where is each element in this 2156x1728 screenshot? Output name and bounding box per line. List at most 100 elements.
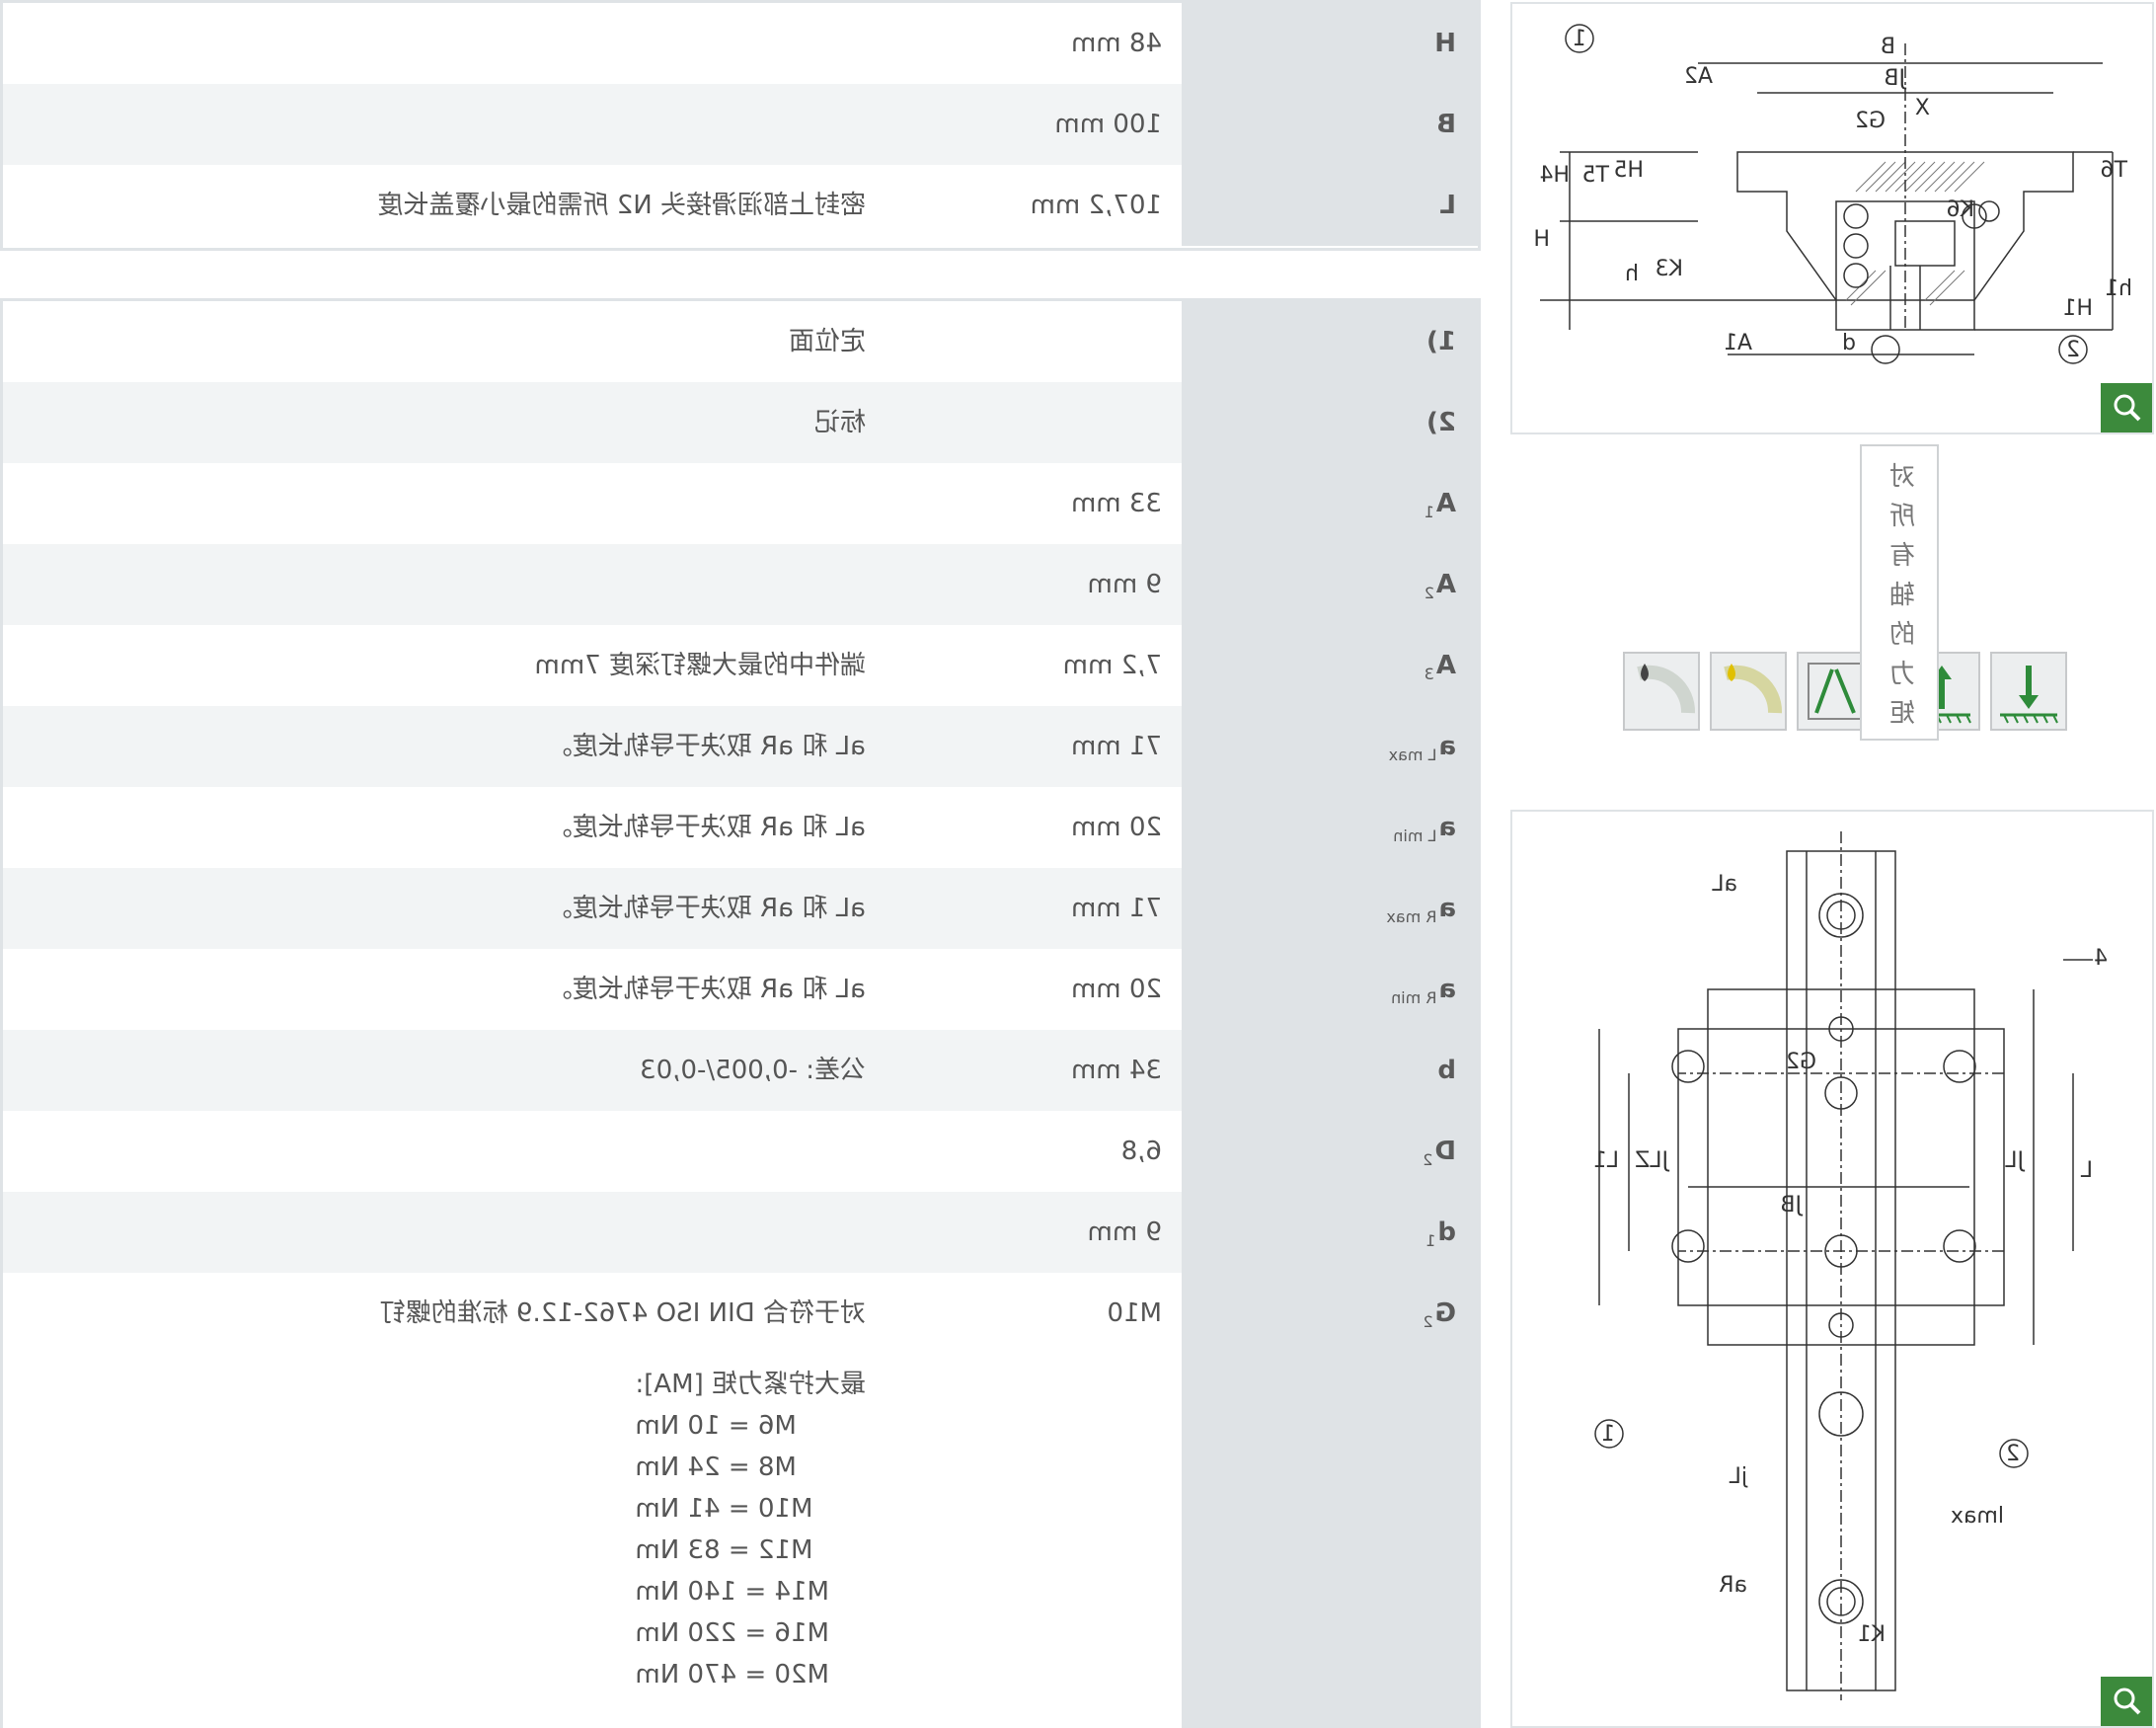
- torque-line: M16 = 220 Nm: [635, 1618, 829, 1648]
- spec-key-cell: aL max: [1182, 706, 1478, 787]
- spec-value: 6,8: [1120, 1137, 1162, 1166]
- label-A1: A1: [1724, 331, 1752, 355]
- spec-note: aL 和 aR 取决于导轨长度。: [546, 894, 866, 923]
- spec-row: B 100 mm: [3, 84, 1478, 165]
- spec-key: A2: [1424, 570, 1456, 602]
- cross-section-figure[interactable]: B JB A2 G2 X H H4 T5 H5 T6 K6 K3 h A1 d …: [1510, 2, 2154, 434]
- torque-line: M14 = 140 Nm: [635, 1577, 829, 1607]
- spec-value: 7,2 mm: [1062, 651, 1162, 680]
- spec-key: L: [1439, 191, 1456, 220]
- lubrication-yellow-icon[interactable]: [1710, 652, 1787, 731]
- spec-key: aL min: [1393, 813, 1456, 845]
- spec-note: 端件中的最大螺钉深度 7mm: [534, 651, 866, 680]
- spec-key-cell: G2: [1182, 1273, 1478, 1354]
- label-B: B: [1881, 35, 1895, 59]
- spec-key-cell: A2: [1182, 544, 1478, 625]
- lubrication-dark-icon[interactable]: [1623, 652, 1700, 731]
- spec-key: A1: [1424, 489, 1456, 521]
- vertical-label-char: 对: [1888, 462, 1915, 492]
- vertical-label-char: 所: [1888, 502, 1915, 531]
- spec-key-cell: A3: [1182, 625, 1478, 706]
- label-aL: aL: [1712, 872, 1737, 897]
- label-H: H: [1533, 227, 1550, 252]
- zoom-icon[interactable]: [2101, 1677, 2152, 1726]
- vertical-label-char: 轴: [1888, 581, 1915, 610]
- spec-key-cell: [1182, 1354, 1478, 1728]
- torque-line: M6 = 10 Nm: [635, 1411, 797, 1441]
- spec-row: H 48 mm: [3, 3, 1478, 84]
- cross-section-drawing: B JB A2 G2 X H H4 T5 H5 T6 K6 K3 h A1 d …: [1533, 24, 2132, 364]
- vertical-label-char: 力: [1888, 660, 1915, 689]
- spec-value: 9 mm: [1087, 1217, 1162, 1247]
- label-circle-1: 1: [1573, 27, 1586, 51]
- spec-key: G2: [1423, 1298, 1456, 1331]
- torque-line: M10 = 41 Nm: [635, 1494, 813, 1524]
- label-G2: G2: [1786, 1050, 1816, 1074]
- spec-key: b: [1437, 1056, 1456, 1085]
- vertical-label-char: 矩: [1888, 699, 1915, 729]
- label-H4: H4: [1539, 163, 1570, 188]
- torque-heading: 最大拧紧力矩 [MA]:: [635, 1370, 866, 1399]
- spec-key-cell: D2: [1182, 1111, 1478, 1192]
- label-circle-2: 2: [2006, 1442, 2020, 1466]
- spec-value: 33 mm: [1070, 489, 1162, 518]
- spec-key-cell: L: [1182, 165, 1478, 246]
- zoom-icon[interactable]: [2101, 383, 2152, 432]
- spec-row: D2 6,8: [3, 1111, 1478, 1192]
- torque-line: M12 = 83 Nm: [635, 1535, 813, 1565]
- label-G2: G2: [1855, 109, 1886, 133]
- label-K6: K6: [1947, 197, 1974, 222]
- spec-key-cell: A1: [1182, 463, 1478, 544]
- spec-key: D2: [1423, 1137, 1456, 1169]
- label-L1: L1: [1593, 1148, 1619, 1173]
- spec-value: 71 mm: [1070, 732, 1162, 761]
- spec-value: 48 mm: [1070, 29, 1162, 58]
- label-h1: h1: [2105, 276, 2132, 301]
- spec-key: H: [1434, 29, 1456, 58]
- spec-row: aR max 71 mm aL 和 aR 取决于导轨长度。: [3, 868, 1478, 949]
- spec-value: 20 mm: [1070, 975, 1162, 1004]
- torque-notes-row: 最大拧紧力矩 [MA]: M6 = 10 Nm M8 = 24 Nm M10 = 41…: [3, 1354, 1478, 1728]
- spec-note: aL 和 aR 取决于导轨长度。: [546, 732, 866, 761]
- spec-note: 对于符合 DIN ISO 4762-12.9 标准的螺钉: [379, 1298, 866, 1328]
- spec-note: 标记: [813, 408, 866, 437]
- spec-key-cell: B: [1182, 84, 1478, 165]
- torque-line: M8 = 24 Nm: [635, 1453, 797, 1482]
- label-circle-2: 2: [2066, 338, 2080, 362]
- spec-row: 1)定位面: [3, 301, 1478, 382]
- label-h: h: [1625, 262, 1639, 286]
- spec-note: 公差: -0,005/-0,03: [640, 1056, 866, 1085]
- label-JB: JB: [1780, 1193, 1804, 1217]
- top-view-drawing: aL G2 L1 JLZ JL L JB 4 1 2 jL lmax aR K1: [1593, 831, 2108, 1700]
- spec-row: G2 M10 对于符合 DIN ISO 4762-12.9 标准的螺钉: [3, 1273, 1478, 1354]
- label-K1: K1: [1858, 1622, 1886, 1647]
- spec-key-cell: 2): [1182, 382, 1478, 463]
- spec-row: A1 33 mm: [3, 463, 1478, 544]
- label-K3: K3: [1656, 257, 1683, 281]
- top-view-figure[interactable]: aL G2 L1 JLZ JL L JB 4 1 2 jL lmax aR K1: [1510, 810, 2154, 1728]
- label-aR: aR: [1719, 1573, 1747, 1598]
- label-circle-1: 1: [1601, 1422, 1615, 1447]
- spec-value: M10: [1107, 1298, 1162, 1328]
- spec-row: A3 7,2 mm 端件中的最大螺钉深度 7mm: [3, 625, 1478, 706]
- spec-value: 100 mm: [1054, 110, 1162, 139]
- spec-value: 71 mm: [1070, 894, 1162, 923]
- spec-key-cell: H: [1182, 3, 1478, 84]
- spec-key: aL max: [1388, 732, 1456, 764]
- spec-key: B: [1436, 110, 1456, 139]
- spec-note: aL 和 aR 取决于导轨长度。: [546, 813, 866, 842]
- spec-note: 定位面: [788, 327, 866, 356]
- spec-row: 2) 标记: [3, 382, 1478, 463]
- spec-key: aR max: [1386, 894, 1456, 926]
- spec-key-cell: b: [1182, 1030, 1478, 1111]
- moment-icon-1[interactable]: [1990, 652, 2067, 731]
- all-axes-moment-button[interactable]: 对所有轴的力矩: [1860, 444, 1939, 741]
- label-JL: JL: [2005, 1148, 2026, 1173]
